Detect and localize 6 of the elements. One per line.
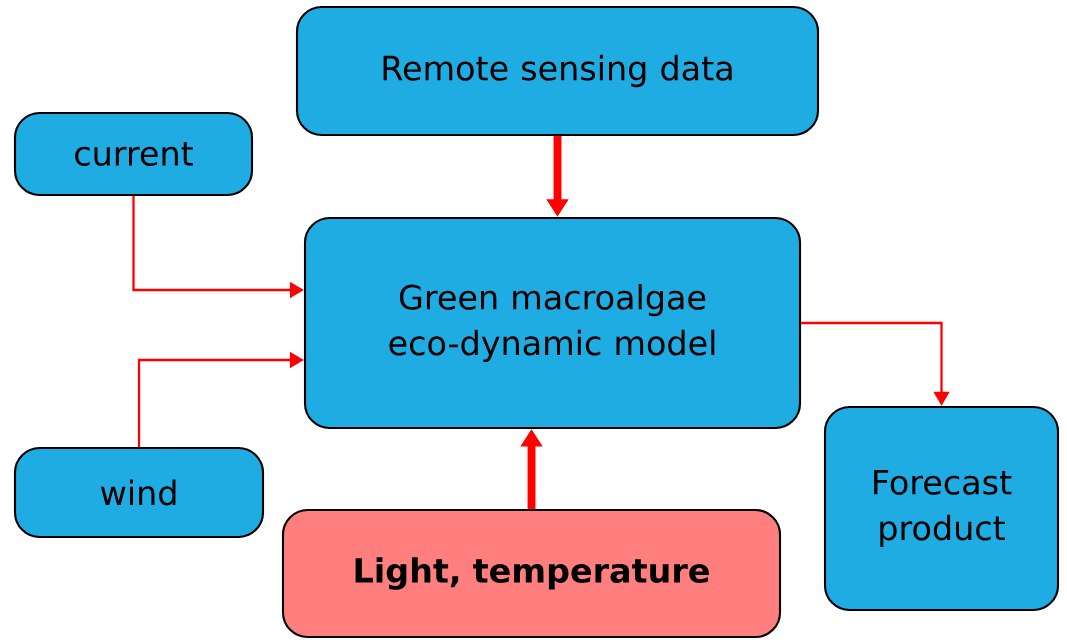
- model-box: Green macroalgae eco-dynamic model: [303, 216, 802, 430]
- input-box: wind: [13, 446, 265, 539]
- output-box: Forecast product: [823, 405, 1060, 612]
- input-box: Remote sensing data: [295, 5, 820, 137]
- input-box: current: [13, 111, 254, 197]
- input-box: Light, temperature: [281, 508, 782, 639]
